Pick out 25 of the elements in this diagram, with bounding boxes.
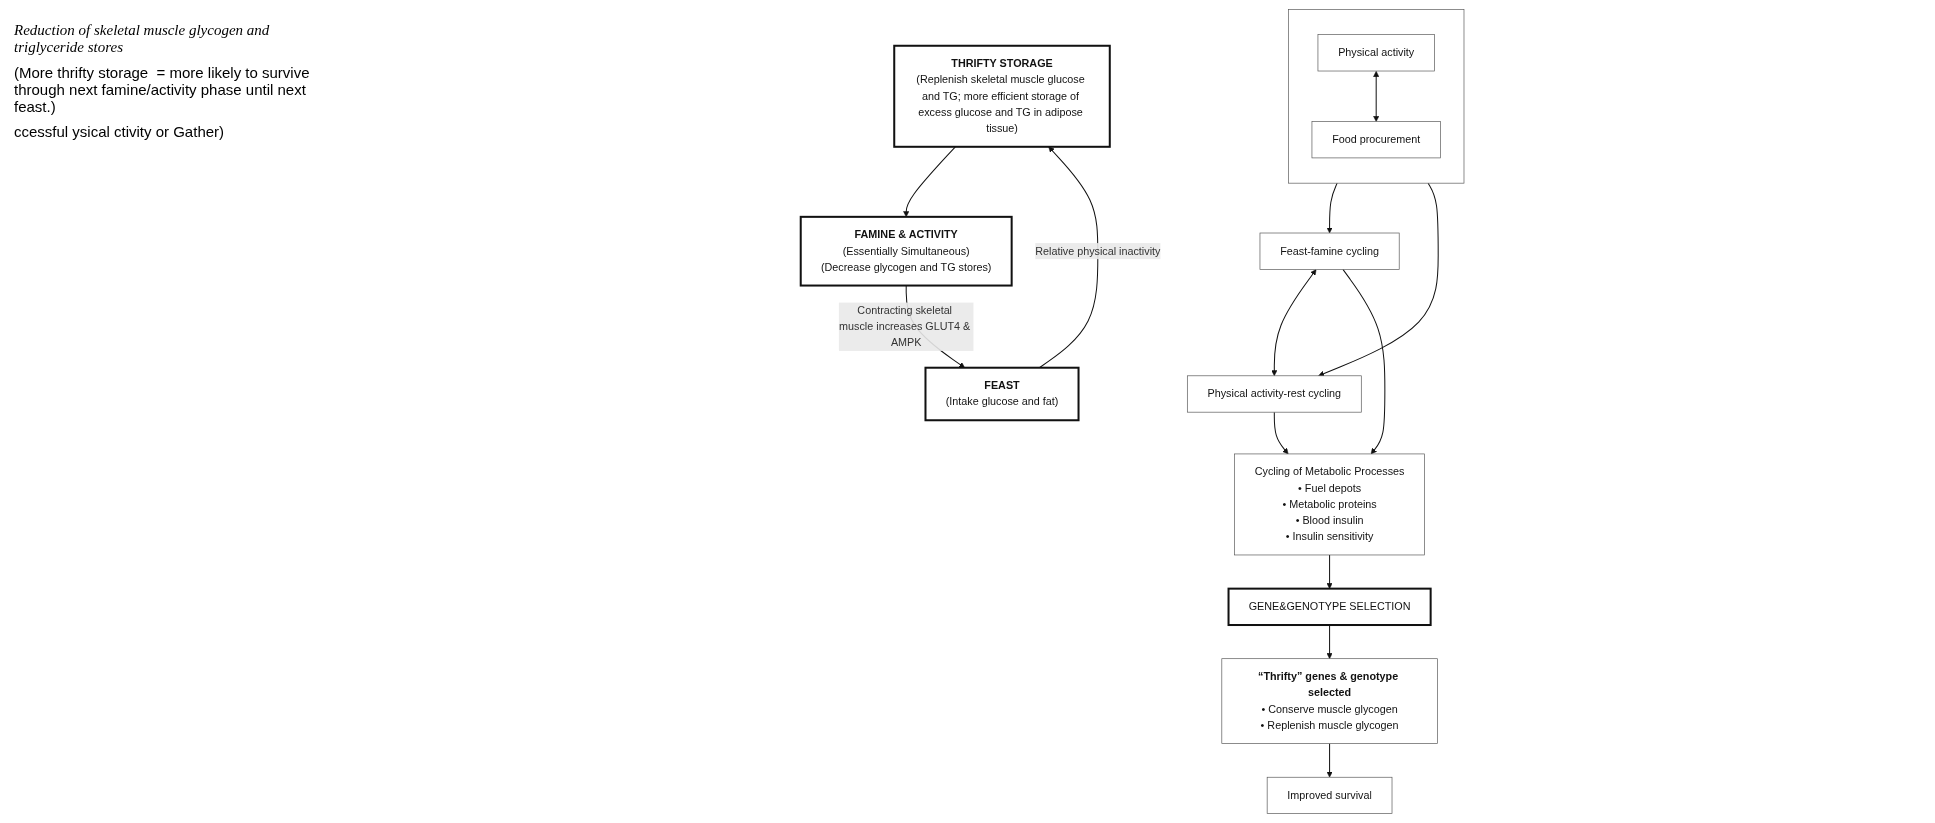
node-box: Food procurement [1311,121,1441,159]
edge-label: Relative physical inactivity [1035,245,1161,257]
node-box: FEAST (Intake glucose and fat) [924,366,1080,422]
node-box: GENE&GENOTYPE SELECTION [1227,587,1432,627]
arrow [1326,743,1333,778]
node-box: Cycling of Metabolic Processes • Fuel depots • Metabolic proteins • Blood insulin • Insulin sensitivity [1234,453,1426,556]
node-box: Physical activity [1317,34,1435,72]
arrow [1373,71,1380,122]
node-box: Improved survival [1266,776,1393,814]
edge-label: Contracting skeletal muscle increases GLUT4 & AMPK [839,304,971,349]
node-box: “Thrifty” genes & genotype selected • Conserve muscle glycogen • Replenish muscle glycogen [1221,658,1438,744]
cluster [1288,9,1465,184]
arrow [1326,182,1338,234]
arrow [1273,411,1289,455]
arrow [1271,269,1317,377]
node-box: Feast-famine cycling [1259,232,1400,270]
node-box: Physical activity-rest cycling [1187,375,1362,413]
note-text: ccessful ysical ctivity or Gather) [14,123,226,140]
arrow [1318,182,1439,377]
note-text: (More thrifty storage = more likely to survive through next famine/activity phase until next feast.) [14,64,311,115]
arrow [1342,268,1386,455]
note-text: Reduction of skeletal muscle glycogen and triglyceride stores [14,22,271,56]
node-box: THRIFTY STORAGE (Replenish skeletal muscle glucose and TG; more efficient storage of excess glucose and TG in adipose tissue) [893,44,1111,148]
node-box: FAMINE & ACTIVITY (Essentially Simultaneous) (Decrease glycogen and TG stores) [799,215,1013,287]
arrow [1326,554,1333,589]
